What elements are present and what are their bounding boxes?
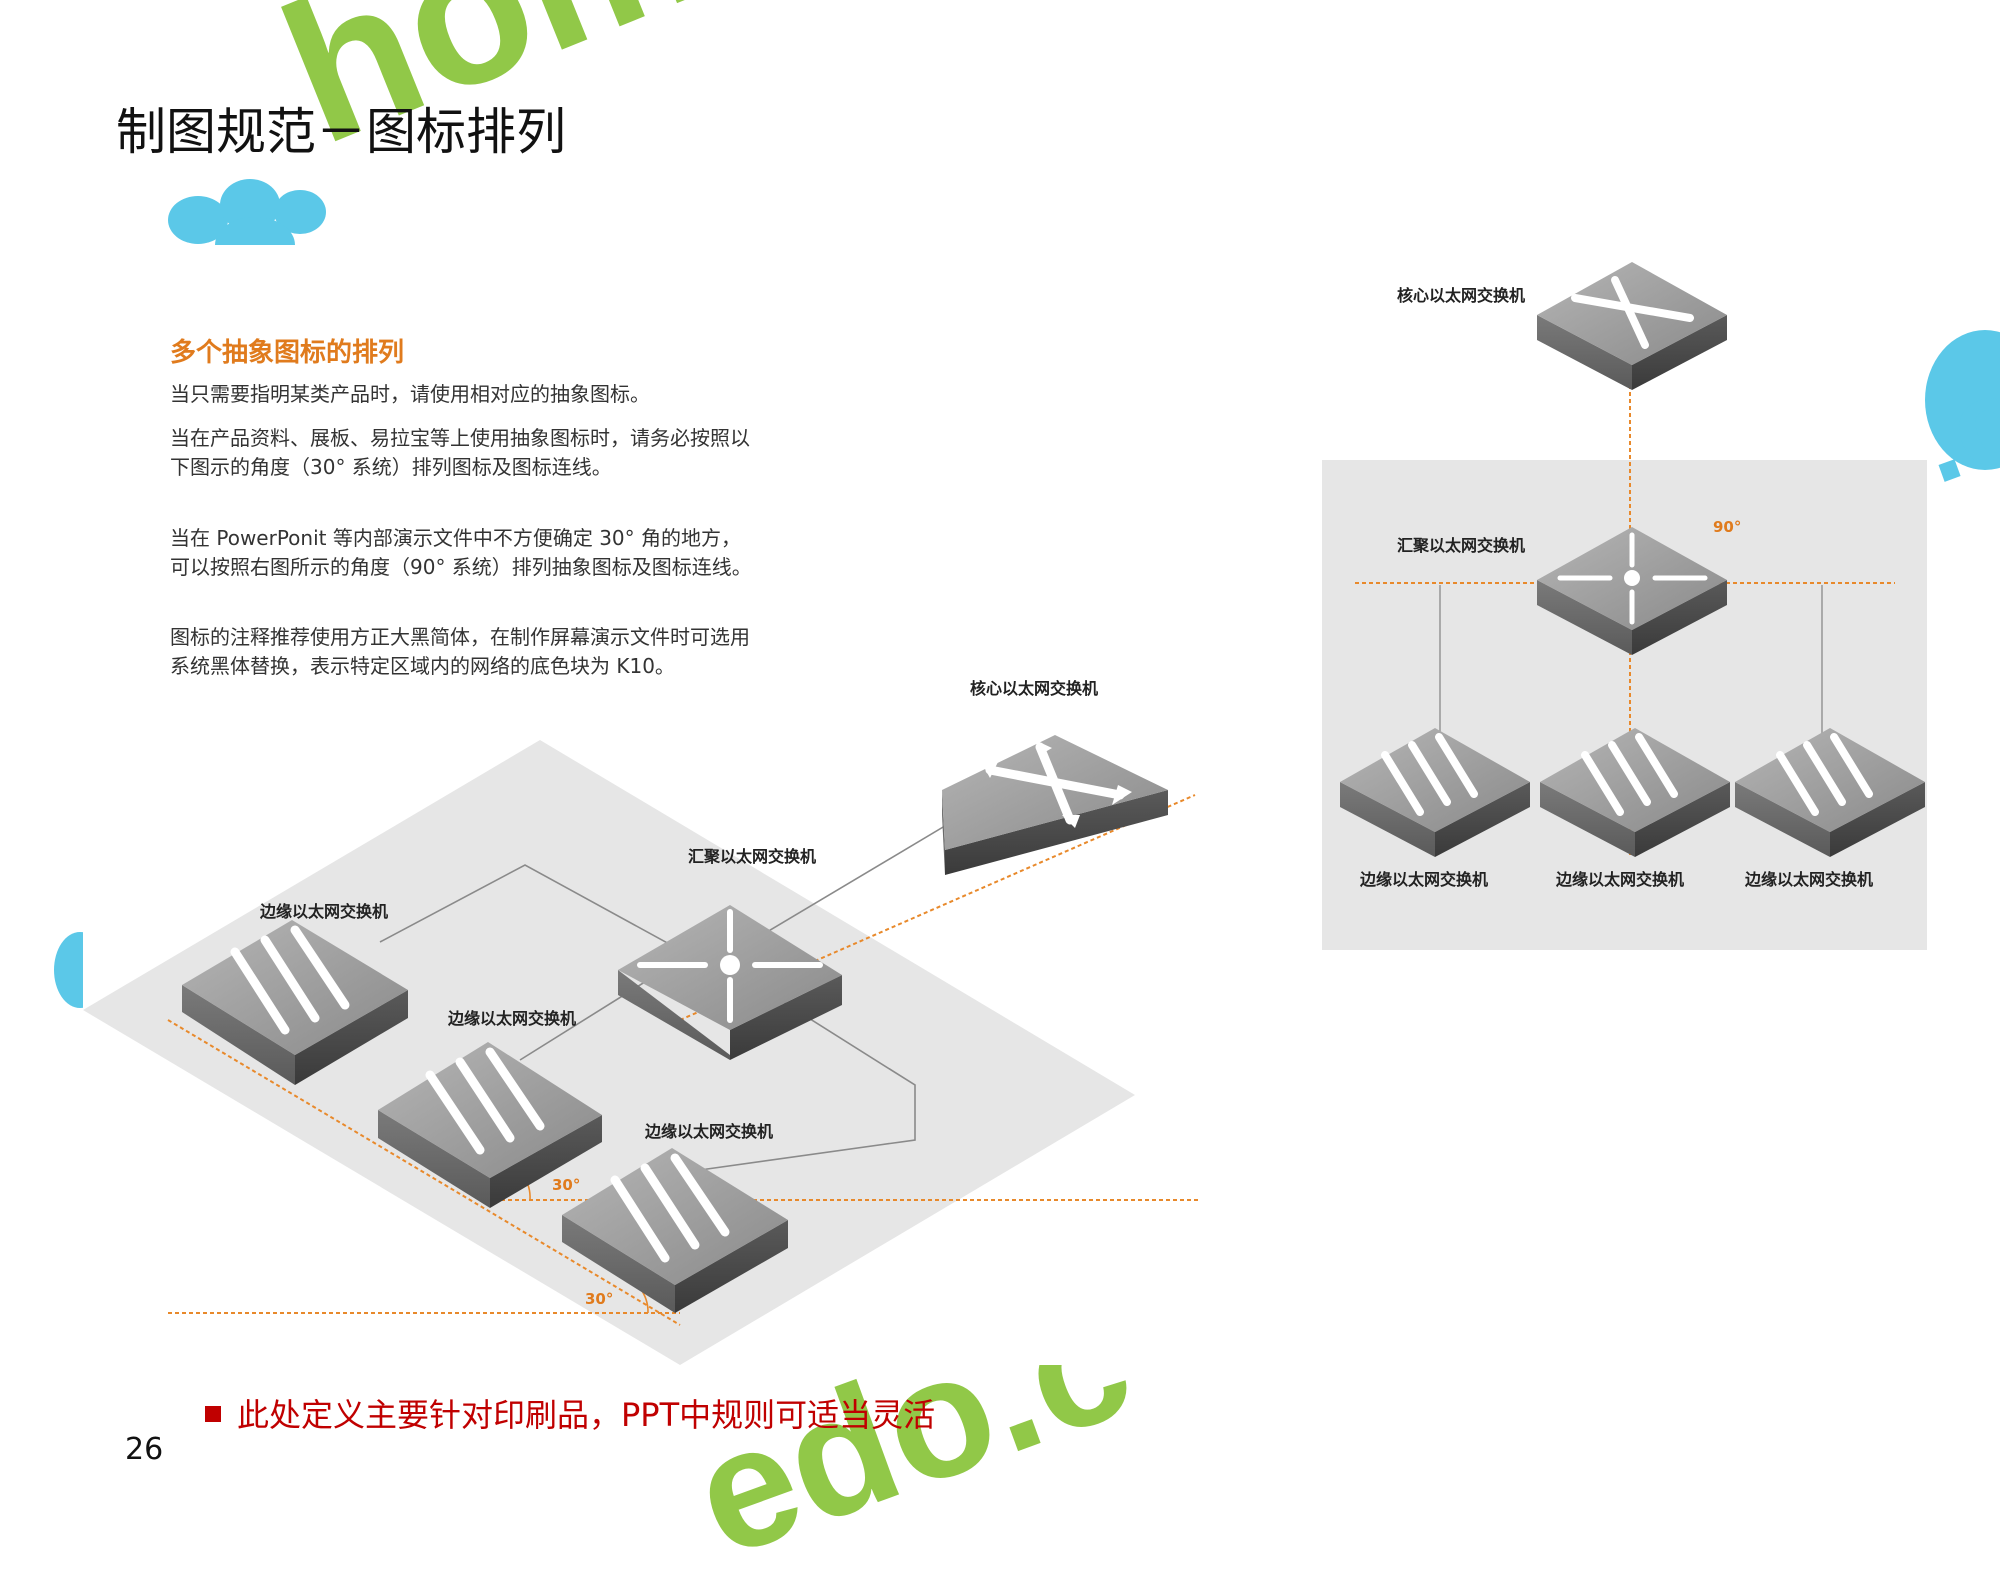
edge-switch-label-30-2: 边缘以太网交换机	[448, 1009, 577, 1028]
edge-switch-90-1	[1340, 728, 1530, 857]
paragraph-2: 当在产品资料、展板、易拉宝等上使用抽象图标时，请务必按照以下图示的角度（30° …	[170, 426, 750, 479]
edge-switch-label-30-1: 边缘以太网交换机	[260, 902, 389, 921]
angle-label-30-1: 30°	[552, 1176, 581, 1194]
edge-switch-30-3	[562, 1148, 788, 1313]
page-number: 26	[125, 1432, 164, 1467]
bullet-square-icon	[205, 1406, 221, 1422]
paragraph-3: 当在 PowerPonit 等内部演示文件中不方便确定 30° 角的地方，可以按…	[170, 526, 752, 579]
diagrams	[83, 262, 1927, 1365]
edge-switch-30-2	[378, 1042, 602, 1208]
core-switch-30	[942, 735, 1168, 875]
network-area-30	[83, 740, 1135, 1365]
aggregation-switch-label-30: 汇聚以太网交换机	[688, 847, 817, 866]
connector-lines-90	[1439, 585, 1823, 750]
footnote-text: 此处定义主要针对印刷品，PPT中规则可适当灵活	[237, 1396, 936, 1434]
core-switch-90	[1537, 262, 1727, 390]
edge-switch-90-3	[1735, 728, 1925, 857]
document-heading: 多个抽象图标的排列	[170, 338, 405, 368]
edge-switch-label-90-3: 边缘以太网交换机	[1745, 870, 1874, 889]
aggregation-switch-30	[618, 905, 842, 1060]
edge-switch-90-2	[1540, 728, 1730, 857]
paragraph-1: 当只需要指明某类产品时，请使用相对应的抽象图标。	[170, 382, 650, 406]
edge-switch-label-90-2: 边缘以太网交换机	[1556, 870, 1685, 889]
edge-switch-label-90-1: 边缘以太网交换机	[1360, 870, 1489, 889]
aggregation-switch-90	[1537, 527, 1727, 655]
footnote: 此处定义主要针对印刷品，PPT中规则可适当灵活	[205, 1390, 935, 1436]
aggregation-switch-label-90: 汇聚以太网交换机	[1397, 536, 1526, 555]
paragraph-4: 图标的注释推荐使用方正大黑简体，在制作屏幕演示文件时可选用系统黑体替换，表示特定…	[170, 625, 750, 678]
edge-switch-label-30-3: 边缘以太网交换机	[645, 1122, 774, 1141]
angle-label-30-2: 30°	[585, 1290, 614, 1308]
angle-label-90: 90°	[1713, 518, 1742, 536]
core-switch-label-90: 核心以太网交换机	[1397, 286, 1526, 305]
core-switch-label-30: 核心以太网交换机	[970, 679, 1099, 698]
slide-title: 制图规范－图标排列	[116, 103, 566, 161]
edge-switch-30-1	[182, 920, 408, 1085]
